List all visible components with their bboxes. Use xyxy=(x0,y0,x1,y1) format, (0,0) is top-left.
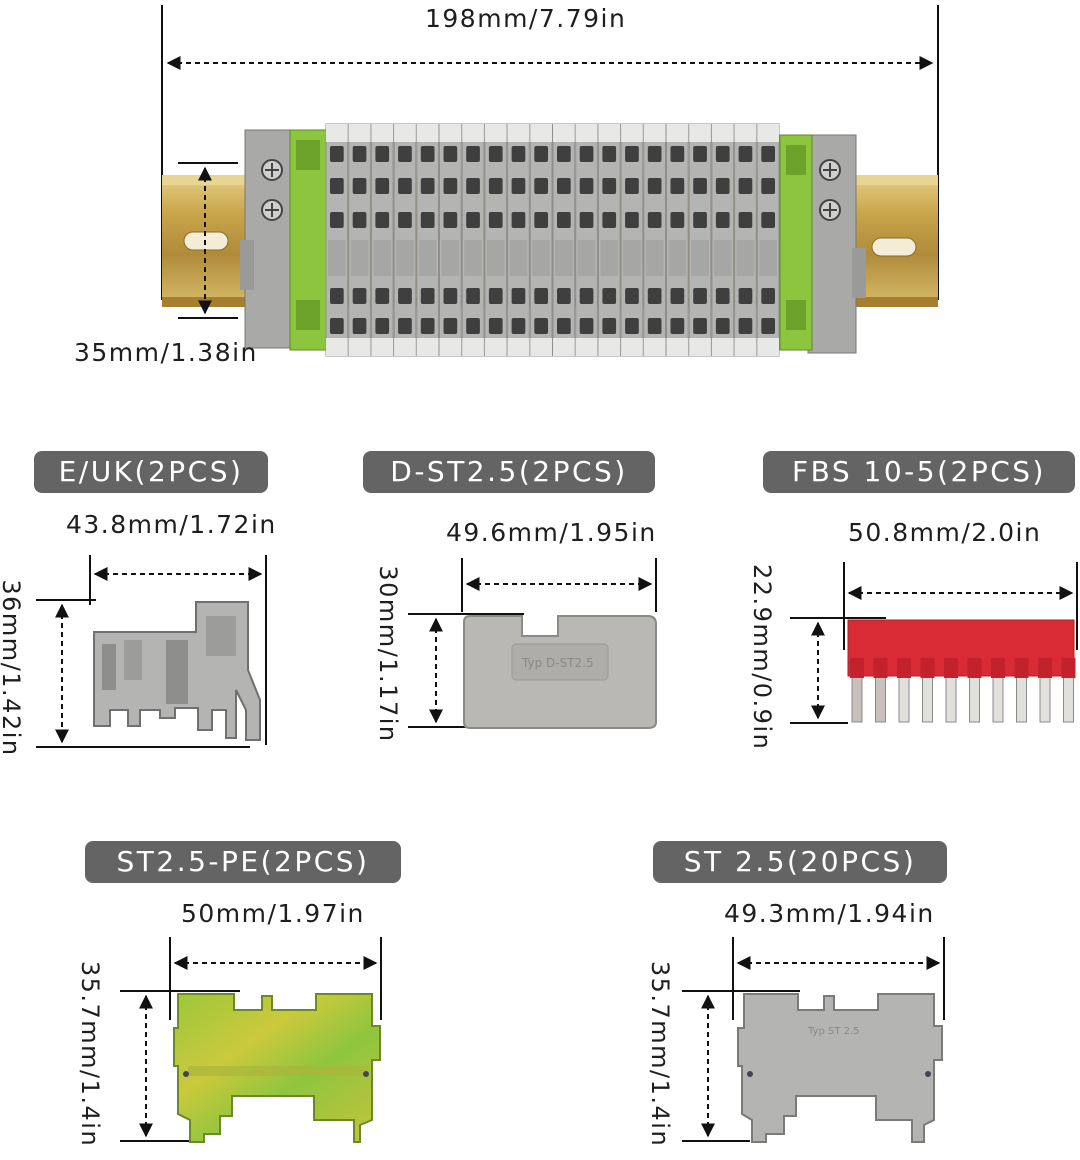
terminal-block xyxy=(529,123,553,357)
terminal-block xyxy=(734,123,757,357)
fbs-bridge xyxy=(790,562,1078,724)
e-uk-width-label: 43.8mm/1.72in xyxy=(66,510,277,539)
bridge-pin xyxy=(875,673,886,723)
d-st25-marking: Typ D-ST2.5 xyxy=(521,656,594,670)
terminal-block xyxy=(348,123,371,357)
terminal-block xyxy=(597,123,621,357)
terminal-block xyxy=(484,123,508,357)
terminal-block xyxy=(620,123,644,357)
st25-pe-width-label: 50mm/1.97in xyxy=(181,899,365,928)
d-st25-end-cover: Typ D-ST2.5 xyxy=(408,558,657,729)
e-uk-end-clamp xyxy=(36,555,267,748)
terminal-block xyxy=(643,123,666,357)
terminal-block xyxy=(756,123,780,357)
terminal-block xyxy=(688,123,712,357)
rail-height-label: 35mm/1.38in xyxy=(74,338,258,367)
st25-marking: Typ ST 2.5 xyxy=(807,1026,860,1037)
bridge-pin xyxy=(1016,673,1027,723)
fbs-width-label: 50.8mm/2.0in xyxy=(848,518,1042,547)
st25-block: Typ ST 2.5 xyxy=(682,937,945,1143)
bridge-pin xyxy=(922,673,933,723)
terminal-block xyxy=(666,123,689,357)
st25-width-label: 49.3mm/1.94in xyxy=(724,899,935,928)
component-label-fbs-10-5: FBS 10-5(2PCS) xyxy=(763,451,1075,493)
terminal-block xyxy=(552,123,576,357)
row1-illustrations: Typ D-ST2.5 xyxy=(36,555,1078,748)
terminal-block xyxy=(393,123,417,357)
terminal-block xyxy=(439,123,462,357)
terminal-block xyxy=(370,123,394,357)
component-label-st25-pe: ST2.5-PE(2PCS) xyxy=(85,841,401,883)
terminal-block xyxy=(325,123,349,357)
terminal-block xyxy=(461,123,485,357)
bridge-pin xyxy=(969,673,980,723)
d-st25-width-label: 49.6mm/1.95in xyxy=(446,518,657,547)
component-label-st25: ST 2.5(20PCS) xyxy=(653,841,947,883)
bridge-pin xyxy=(945,673,957,723)
terminal-block xyxy=(575,123,598,357)
bridge-pin xyxy=(992,673,1004,723)
terminal-block xyxy=(507,123,530,357)
main-assembly-illustration xyxy=(161,5,939,357)
bridge-pin xyxy=(898,673,910,723)
component-label-e-uk: E/UK(2PCS) xyxy=(34,451,268,493)
terminal-block xyxy=(416,123,439,357)
bridge-pin xyxy=(851,673,863,723)
bridge-pin xyxy=(1063,673,1074,723)
st25-pe-block xyxy=(120,937,382,1143)
screw-icon xyxy=(261,159,841,221)
terminal-block xyxy=(711,123,735,357)
component-label-d-st25: D-ST2.5(2PCS) xyxy=(363,451,655,493)
row2-illustrations: Typ ST 2.5 xyxy=(120,937,945,1143)
bridge-pin xyxy=(1039,673,1051,723)
total-length-label: 198mm/7.79in xyxy=(425,4,627,33)
